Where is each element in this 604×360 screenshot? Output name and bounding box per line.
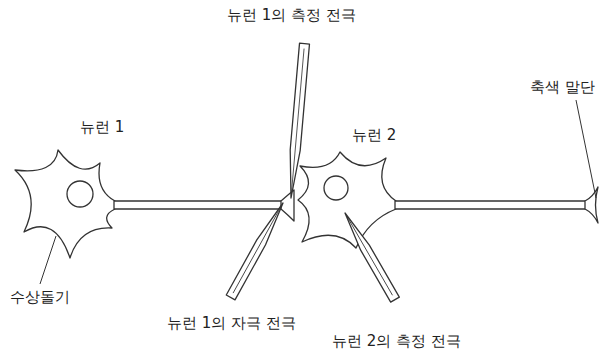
stimulus-electrode	[226, 201, 287, 300]
axon-terminal	[585, 187, 598, 223]
label: 뉴런 2	[350, 126, 398, 144]
label: 뉴런 1의 자극 전극	[165, 314, 298, 332]
nucleus	[67, 181, 93, 207]
measure-electrode	[286, 43, 309, 198]
neuron-body	[15, 150, 115, 258]
axon	[114, 201, 282, 209]
label: 뉴런 1	[78, 118, 126, 136]
measure-electrode	[341, 211, 400, 303]
label: 뉴런 1의 측정 전극	[225, 6, 358, 24]
label: 뉴런 2의 측정 전극	[330, 332, 463, 350]
label: 수상돌기	[8, 288, 72, 306]
label: 축색 말단	[528, 78, 597, 96]
neuron-body	[298, 152, 396, 248]
leader-line	[576, 100, 596, 198]
leader-line	[40, 236, 56, 284]
nucleus	[324, 176, 348, 200]
axon	[395, 201, 586, 209]
